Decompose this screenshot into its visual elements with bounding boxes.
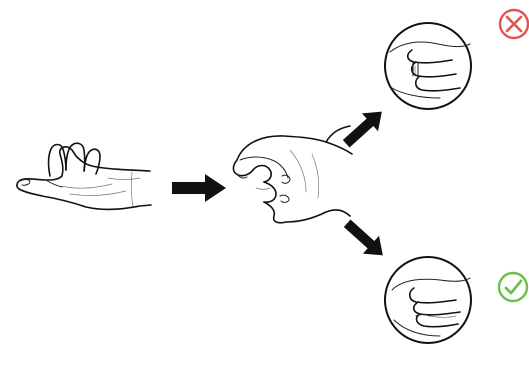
incorrect-grip-closeup bbox=[384, 22, 472, 110]
arrow-right-icon bbox=[172, 174, 226, 202]
closed-fist-illustration bbox=[232, 125, 353, 224]
arrow-up-right-icon bbox=[342, 111, 382, 148]
check-icon bbox=[497, 271, 529, 303]
x-icon bbox=[498, 8, 529, 40]
arrow-down-right-icon bbox=[343, 219, 383, 256]
correct-grip-closeup bbox=[384, 256, 472, 344]
open-hand-illustration bbox=[16, 142, 152, 211]
